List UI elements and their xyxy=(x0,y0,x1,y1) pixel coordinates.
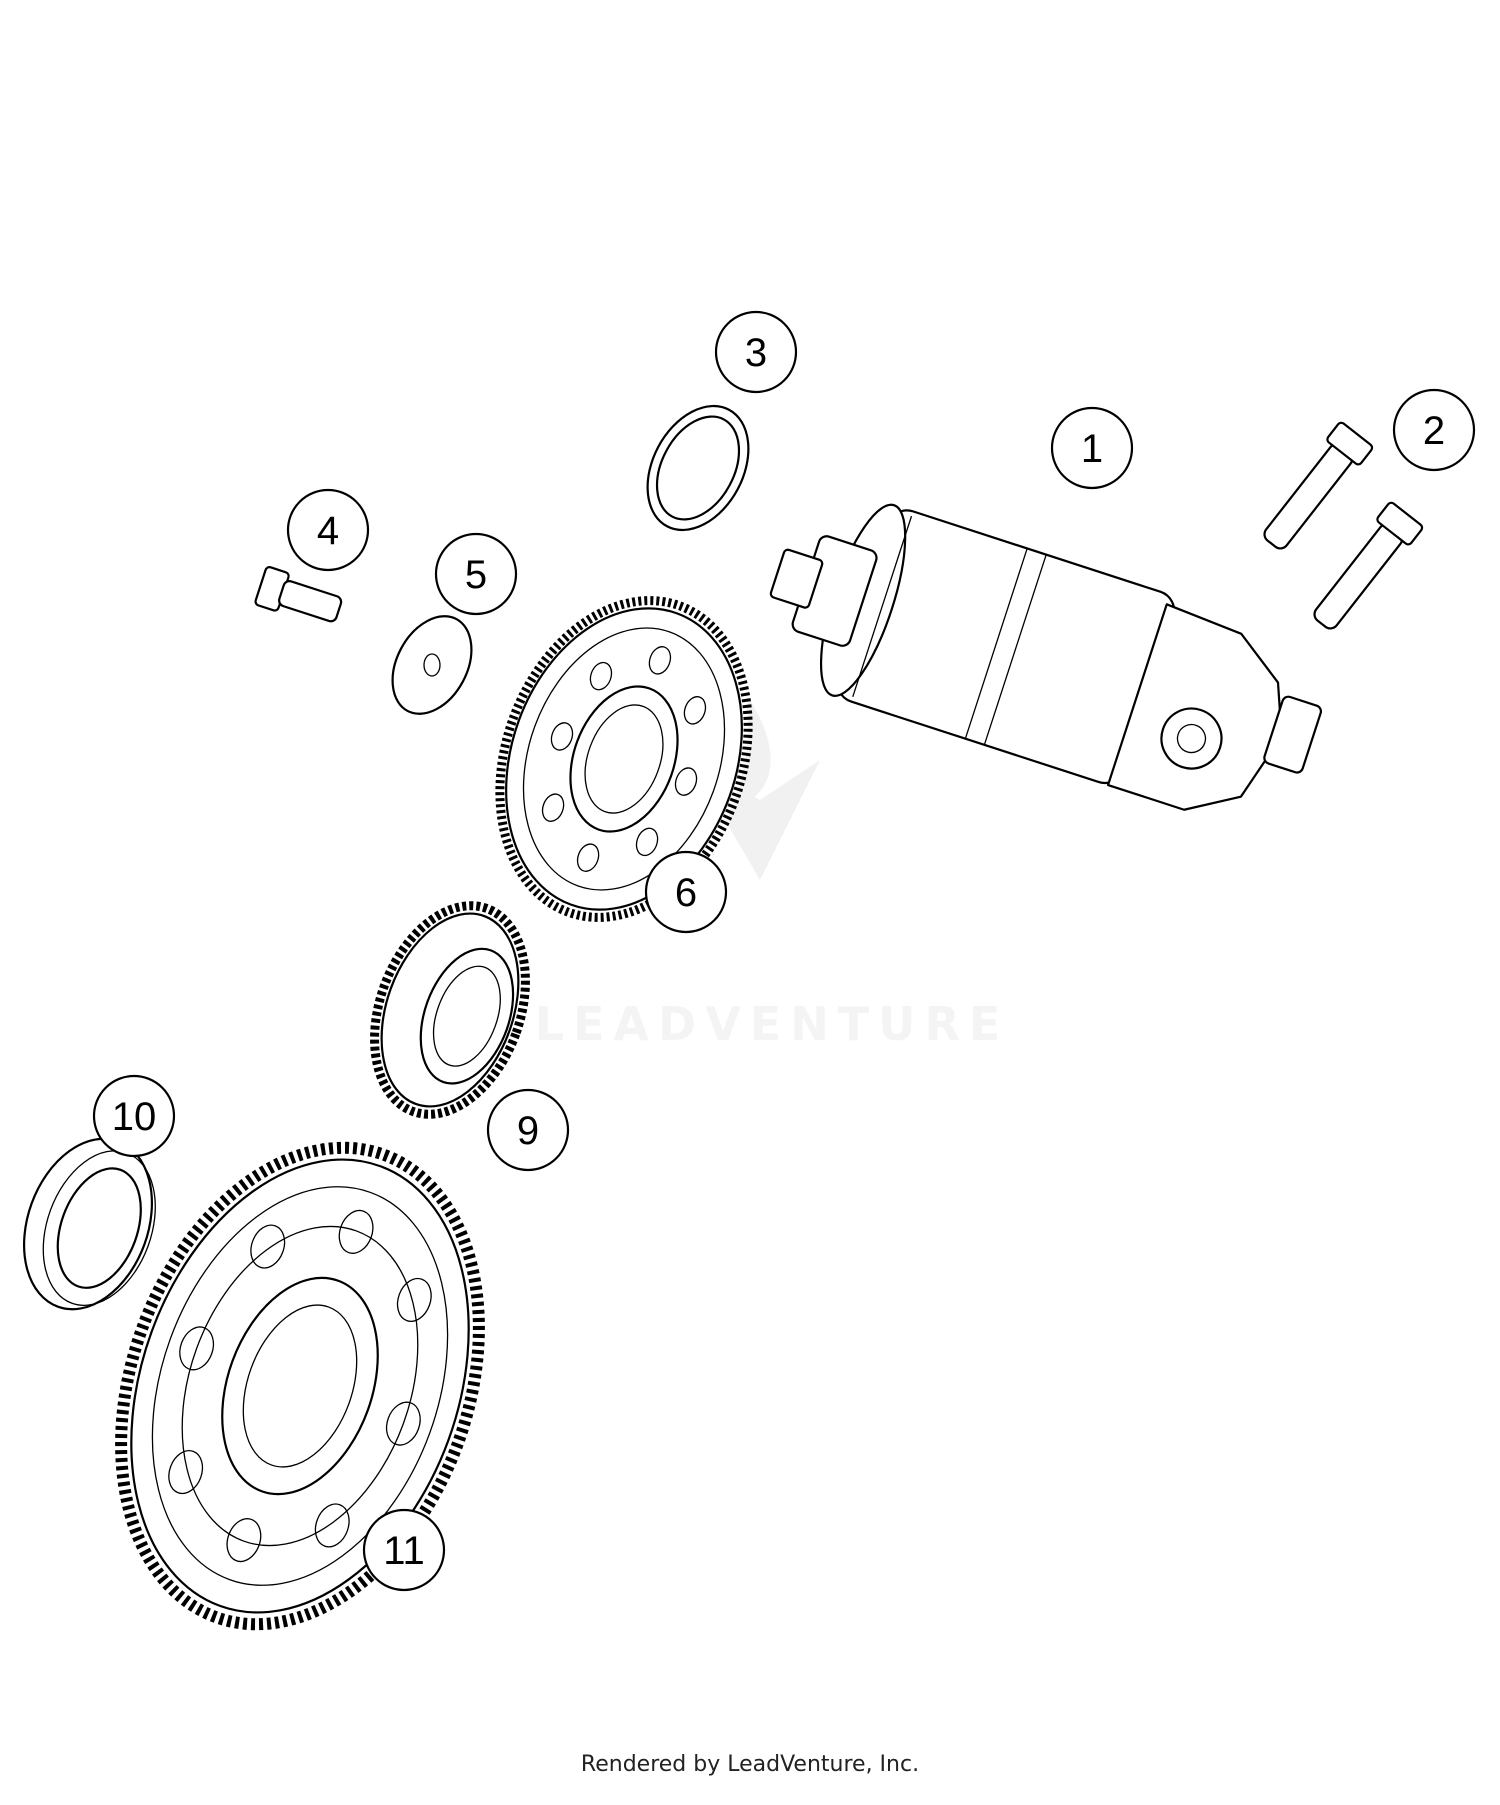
intermediate-gear xyxy=(495,596,753,922)
small-gear xyxy=(370,901,530,1119)
callout-label: 1 xyxy=(1081,427,1103,471)
washer xyxy=(391,615,473,715)
callout-10: 10 xyxy=(92,1074,176,1158)
watermark-text: LEADVENTURE xyxy=(535,997,1010,1051)
callout-label: 6 xyxy=(675,871,697,915)
callout-label: 11 xyxy=(383,1529,425,1573)
callout-label: 4 xyxy=(317,509,339,553)
starter-gear-large xyxy=(115,1141,485,1631)
callout-2: 2 xyxy=(1392,388,1476,472)
starter-motor xyxy=(769,503,1323,811)
callout-1: 1 xyxy=(1050,406,1134,490)
small-bolt xyxy=(254,566,343,623)
callout-5: 5 xyxy=(434,532,518,616)
bolt-upper xyxy=(1263,421,1374,550)
callout-9: 9 xyxy=(486,1088,570,1172)
callout-11: 11 xyxy=(362,1508,446,1592)
callout-label: 5 xyxy=(465,553,487,597)
footer-credit: Rendered by LeadVenture, Inc. xyxy=(580,1752,920,1777)
callout-6: 6 xyxy=(644,850,728,934)
callout-label: 3 xyxy=(745,331,767,375)
callout-label: 2 xyxy=(1423,409,1445,453)
bearing-ring xyxy=(22,1137,156,1311)
callout-3: 3 xyxy=(714,310,798,394)
callout-label: 10 xyxy=(112,1095,157,1139)
bolt-lower xyxy=(1313,501,1424,630)
callout-label: 9 xyxy=(517,1109,539,1153)
o-ring xyxy=(646,404,750,532)
callout-4: 4 xyxy=(286,488,370,572)
